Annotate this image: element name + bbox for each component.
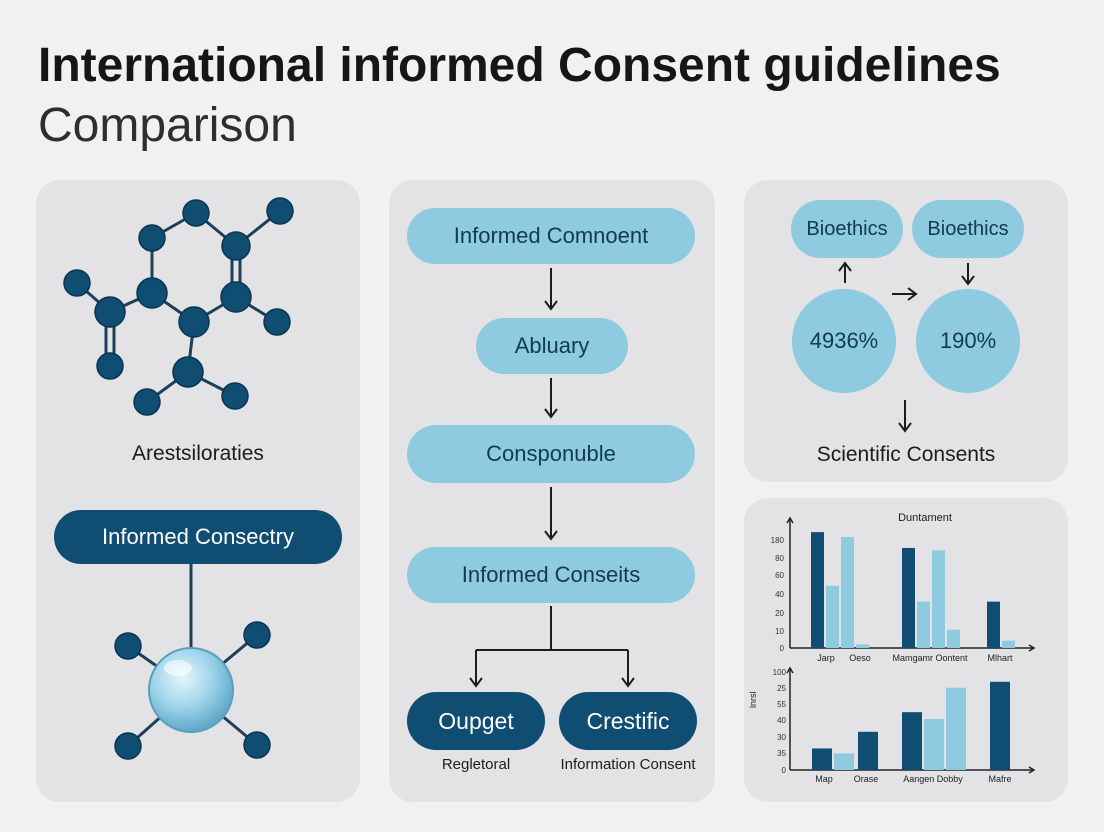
molecule-label: Arestsiloraties <box>132 442 264 465</box>
branch-oupget-pill: Oupget <box>407 692 545 750</box>
chart2-category-label: Map <box>815 774 833 784</box>
page-title: International informed Consent guideline… <box>38 39 1001 92</box>
chart2-category-label: Aangen Dobby <box>903 774 963 784</box>
chart1-bar <box>1002 640 1015 648</box>
chart1-y-tick: 40 <box>775 590 784 599</box>
x-axis-arrow <box>1028 766 1036 774</box>
chart1-bar <box>811 532 824 648</box>
chart1-y-tick: 20 <box>775 609 784 618</box>
chart2-bar <box>902 712 922 770</box>
chart2-bar <box>924 719 944 770</box>
chart1-category-label: Oeso <box>849 653 871 663</box>
chart2-y-tick: 100 <box>773 668 787 677</box>
chart2-y-tick: 30 <box>777 733 786 742</box>
flow-step-4: Informed Conseits <box>407 547 695 603</box>
chart2-bar <box>946 687 966 770</box>
branch-crestific-pill: Crestific <box>559 692 697 750</box>
right-percent-circle: 190% <box>916 289 1020 393</box>
chart1-bar <box>902 547 915 648</box>
chart1-bar <box>917 601 930 648</box>
chart1-y-tick: 80 <box>775 554 784 563</box>
chart1-category-label: Mlhart <box>987 653 1013 663</box>
informed-consectry-pill: Informed Consectry <box>54 510 342 564</box>
chart2-bar <box>990 681 1010 770</box>
left-percent-circle: 4936% <box>792 289 896 393</box>
chart1-bar <box>856 644 869 648</box>
chart2-y-tick: 40 <box>777 716 786 725</box>
x-axis-arrow <box>1028 644 1036 652</box>
chart1-category-label: Mamgamr Oontent <box>892 653 968 663</box>
chart1-title: Duntament <box>898 512 952 524</box>
scientific-consents-caption: Scientific Consents <box>816 443 996 466</box>
y-axis-arrow <box>786 666 794 674</box>
chart1-y-tick: 0 <box>780 644 785 653</box>
chart1-y-tick: 180 <box>771 536 785 545</box>
chart2-y-tick: 35 <box>777 749 786 758</box>
chart2-y-tick: 55 <box>777 700 786 709</box>
chart2-category-label: Orase <box>854 774 879 784</box>
chart1-y-tick: 10 <box>775 627 784 636</box>
branch-oupget-caption: Regletoral <box>441 756 511 773</box>
chart1-bar <box>841 536 854 648</box>
branch-crestific-caption: Information Consent <box>560 756 696 773</box>
bioethics-pill-right: Bioethics <box>912 200 1024 258</box>
flow-step-2: Abluary <box>476 318 628 374</box>
bioethics-pill-left: Bioethics <box>791 200 903 258</box>
chart2-bar <box>812 748 832 770</box>
chart1-bar <box>932 550 945 648</box>
page-subtitle: Comparison <box>38 99 297 152</box>
chart1-bar <box>826 585 839 648</box>
chart1-category-label: Jarp <box>817 653 835 663</box>
flow-step-3: Consponuble <box>407 425 695 483</box>
y-axis-arrow <box>786 516 794 524</box>
chart2-y-tick: 0 <box>782 766 787 775</box>
chart2-category-label: Mafre <box>988 774 1011 784</box>
chart2-bar <box>834 753 854 770</box>
chart2-bar <box>858 731 878 770</box>
flow-step-1: Informed Comnoent <box>407 208 695 264</box>
chart1-bar <box>947 629 960 648</box>
chart2-y-tick: 25 <box>777 684 786 693</box>
chart1-y-tick: 60 <box>775 571 784 580</box>
chart1-bar <box>987 601 1000 648</box>
